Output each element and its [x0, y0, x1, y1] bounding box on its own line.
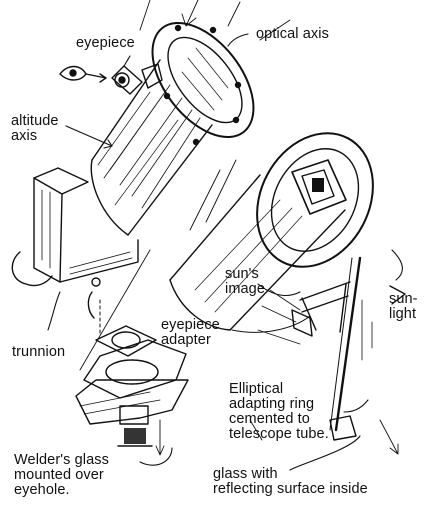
eye-icon [59, 65, 107, 83]
label-welders-glass: Welder's glass mounted over eyehole. [14, 452, 109, 498]
label-eyepiece-adapter: eyepiece adapter [161, 317, 220, 348]
label-optical-axis: optical axis [256, 26, 329, 42]
label-sunlight: sun- light [389, 291, 418, 322]
leader-lines [47, 33, 403, 471]
front-ring [151, 21, 255, 146]
label-eyepiece: eyepiece [76, 35, 135, 51]
label-altitude-axis: altitude axis [11, 113, 59, 144]
label-suns-image: sun's image [225, 266, 265, 297]
label-elliptical-ring: Elliptical adapting ring cemented to tel… [229, 381, 329, 442]
trunnion-mount [11, 167, 139, 319]
label-trunnion: trunnion [12, 344, 66, 360]
reflecting-glass-assembly [257, 256, 406, 441]
light-rays [79, 0, 399, 456]
welders-glass-assembly [75, 299, 189, 447]
label-reflecting-glass: glass with reflecting surface inside [213, 466, 368, 497]
eyepiece-drawing [111, 63, 163, 95]
tube-end-view [169, 132, 374, 331]
